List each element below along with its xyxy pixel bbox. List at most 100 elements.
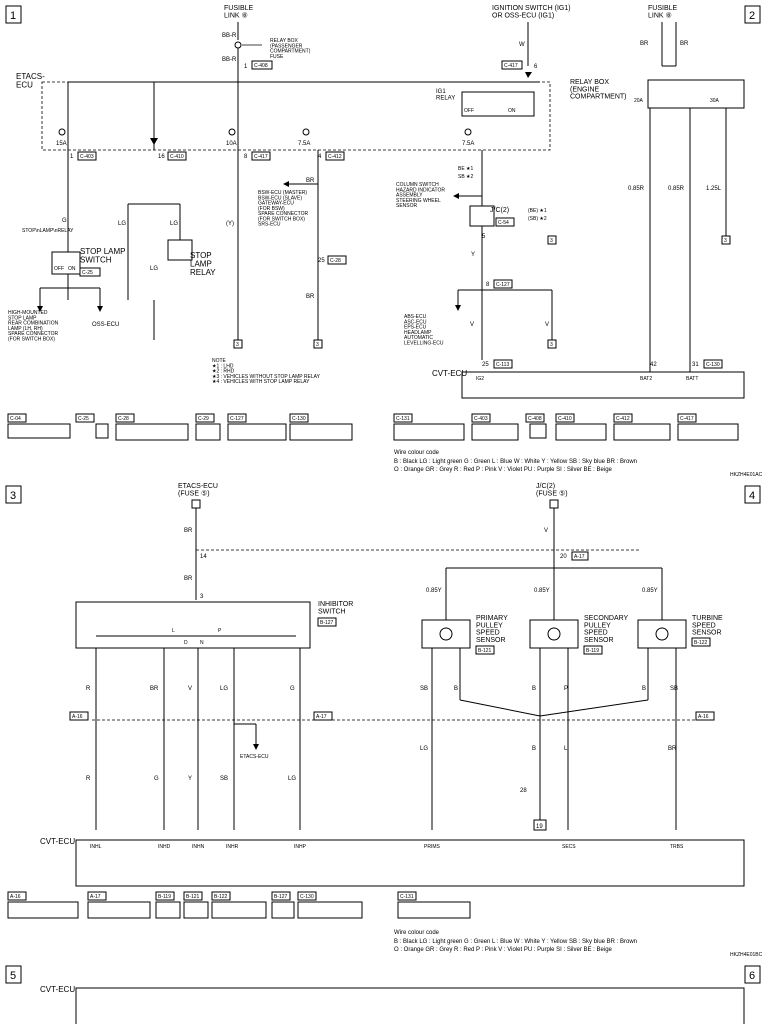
svg-text:A-17: A-17 (90, 894, 101, 900)
svg-text:SECS: SECS (562, 844, 576, 850)
svg-text:3: 3 (550, 238, 553, 244)
connector-strip-top: C-04 C-25 C-28 C-29 C-127 C-130 C-131 C-… (7, 413, 739, 441)
svg-text:5: 5 (482, 234, 486, 240)
svg-text:P: P (564, 686, 568, 692)
svg-text:BB-R: BB-R (222, 57, 237, 63)
svg-text:W: W (519, 42, 525, 48)
svg-text:15A: 15A (56, 141, 67, 147)
svg-text:B: B (454, 686, 458, 692)
svg-text:V: V (188, 686, 192, 692)
svg-text:ON: ON (508, 108, 516, 114)
svg-text:4: 4 (318, 154, 322, 160)
svg-text:1: 1 (70, 154, 74, 160)
svg-text:V: V (544, 528, 548, 534)
svg-text:(SB) ★2: (SB) ★2 (528, 216, 547, 222)
svg-text:LG: LG (118, 221, 126, 227)
svg-text:INHD: INHD (158, 844, 171, 850)
etacs-ecu-label: ETACS-ECU (16, 72, 45, 89)
svg-text:A-16: A-16 (698, 714, 709, 720)
svg-text:A-16: A-16 (10, 894, 21, 900)
svg-text:Y: Y (471, 252, 475, 258)
svg-text:C-417: C-417 (680, 416, 694, 422)
svg-text:BR: BR (306, 294, 315, 300)
svg-text:1.25L: 1.25L (706, 186, 722, 192)
svg-text:BR: BR (680, 41, 689, 47)
svg-text:3: 3 (550, 342, 553, 348)
svg-text:SB: SB (220, 776, 228, 782)
svg-text:LG: LG (220, 686, 228, 692)
svg-text:20A: 20A (634, 98, 644, 104)
ground-19: 19 (536, 824, 543, 830)
svg-text:INHR: INHR (226, 844, 239, 850)
svg-text:INHL: INHL (90, 844, 102, 850)
panel-1-label: 1 (10, 10, 16, 22)
panel-4-label: 4 (749, 490, 755, 502)
oss-ecu-label: OSS-ECU (92, 322, 119, 328)
svg-text:OFF: OFF (54, 266, 64, 272)
svg-text:0.85Y: 0.85Y (642, 588, 658, 594)
ground-markers-top: 3 3 3 3 3 (233, 235, 731, 349)
svg-text:B: B (532, 746, 536, 752)
svg-text:31: 31 (692, 362, 699, 368)
panel-5-label: 5 (10, 970, 16, 982)
svg-text:3: 3 (236, 342, 239, 348)
panel-numbers: 1 2 3 4 5 6 (5, 5, 761, 984)
svg-text:20: 20 (560, 554, 567, 560)
svg-text:B-119: B-119 (158, 894, 171, 900)
svg-text:B-122: B-122 (694, 640, 708, 646)
svg-text:0.85Y: 0.85Y (426, 588, 442, 594)
svg-text:BE ★1: BE ★1 (458, 166, 474, 172)
svg-text:0.85R: 0.85R (628, 186, 645, 192)
svg-text:R: R (86, 776, 91, 782)
svg-text:LG: LG (420, 746, 428, 752)
jc2-label: J/C(2) (490, 207, 509, 214)
svg-text:A-17: A-17 (574, 554, 585, 560)
svg-text:30A: 30A (710, 98, 720, 104)
svg-text:0.85Y: 0.85Y (534, 588, 550, 594)
ig-switch-label: IGNITION SWITCH (IG1)OR OSS-ECU (IG1) (492, 5, 571, 19)
panel-3-label: 3 (10, 490, 16, 502)
svg-text:3: 3 (316, 342, 319, 348)
figure-code-bottom: HKZH4E01BC (730, 952, 763, 958)
svg-text:16: 16 (158, 154, 165, 160)
etacs-small-label: ETACS-ECU (240, 754, 269, 760)
svg-text:PRIMS: PRIMS (424, 844, 441, 850)
svg-text:C-410: C-410 (170, 154, 184, 160)
svg-text:V: V (545, 322, 549, 328)
svg-text:7.5A: 7.5A (298, 141, 310, 147)
svg-text:C-408: C-408 (528, 416, 542, 422)
panel-6-label: 6 (749, 970, 755, 982)
svg-text:A-16: A-16 (72, 714, 83, 720)
third-diagram: CVT-ECU (40, 985, 745, 1024)
svg-text:C-130: C-130 (292, 416, 306, 422)
svg-text:L: L (564, 746, 568, 752)
svg-text:STOP\nLAMP\nRELAY: STOP\nLAMP\nRELAY (22, 228, 74, 234)
svg-text:8: 8 (486, 282, 490, 288)
panel-2-label: 2 (749, 10, 755, 22)
svg-text:BAT2: BAT2 (640, 376, 652, 382)
bottom-diagram: ETACS-ECU(FUSE ⑤) BR BR 14 3 J/C(2)(FUSE… (7, 483, 763, 958)
svg-text:B: B (532, 686, 536, 692)
svg-text:28: 28 (520, 788, 527, 794)
svg-text:1: 1 (244, 64, 248, 70)
cvt-ecu-top-label: CVT-ECU (432, 369, 467, 378)
svg-text:C-130: C-130 (300, 894, 314, 900)
svg-text:OFF: OFF (464, 108, 474, 114)
svg-text:BATT: BATT (686, 376, 698, 382)
svg-text:BB-R: BB-R (222, 33, 237, 39)
svg-text:C-412: C-412 (616, 416, 630, 422)
svg-text:LG: LG (170, 221, 178, 227)
svg-text:SB ★2: SB ★2 (458, 174, 474, 180)
cvt-ecu-third-label: CVT-ECU (40, 985, 75, 994)
svg-text:LG: LG (150, 266, 158, 272)
